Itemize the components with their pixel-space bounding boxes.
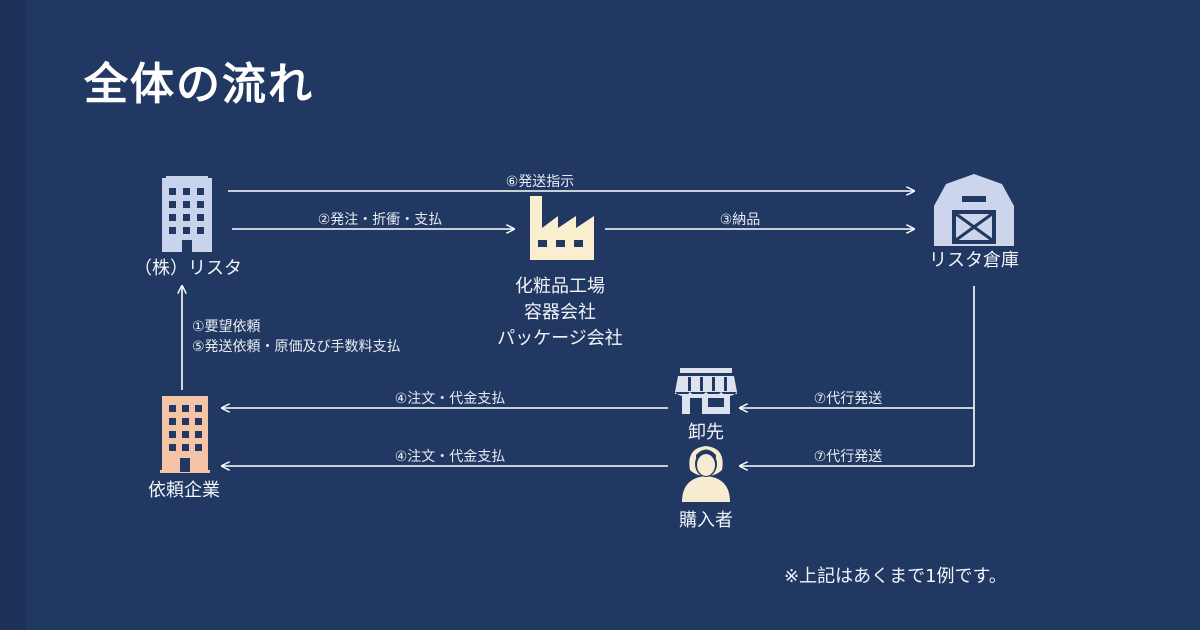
edge-label-order-buyer: ④注文・代金支払 [394,449,506,465]
node-factory-labels: 化粧品工場 容器会社 パッケージ会社 [470,274,650,352]
factory-icon [530,196,594,260]
client-building-icon [160,396,210,473]
shop-icon [675,368,737,414]
person-icon [682,446,730,502]
edge-label-request: ①要望依頼 [192,319,261,335]
edge-label-dispatch-wholesaler: ⑦代行発送 [813,391,883,407]
footnote: ※上記はあくまで1例です。 [784,566,1007,587]
node-wholesaler-label: 卸先 [688,422,724,443]
factory-label-container: 容器会社 [524,302,596,323]
node-buyer-label: 購入者 [679,510,733,531]
edge-label-shipping-request: ⑤発送依頼・原価及び手数料支払 [192,339,401,355]
edge-label-order-wholesaler: ④注文・代金支払 [394,391,506,407]
warehouse-icon [934,174,1014,246]
edge-label-shipping-instruction: ⑥発送指示 [505,174,575,190]
left-edge-band [0,0,26,630]
edge-label-order-factory: ②発注・折衝・支払 [317,212,443,228]
page-title: 全体の流れ [84,59,314,110]
node-client-label: 依頼企業 [148,480,220,501]
office-building-icon [162,176,212,252]
node-listar-label: （株）リスタ [134,258,242,279]
node-warehouse-label: リスタ倉庫 [929,250,1019,271]
factory-label-cosmetics: 化粧品工場 [515,276,605,297]
factory-label-package: パッケージ会社 [497,328,623,349]
edge-label-delivery: ③納品 [719,212,761,228]
edge-label-dispatch-buyer: ⑦代行発送 [813,449,883,465]
